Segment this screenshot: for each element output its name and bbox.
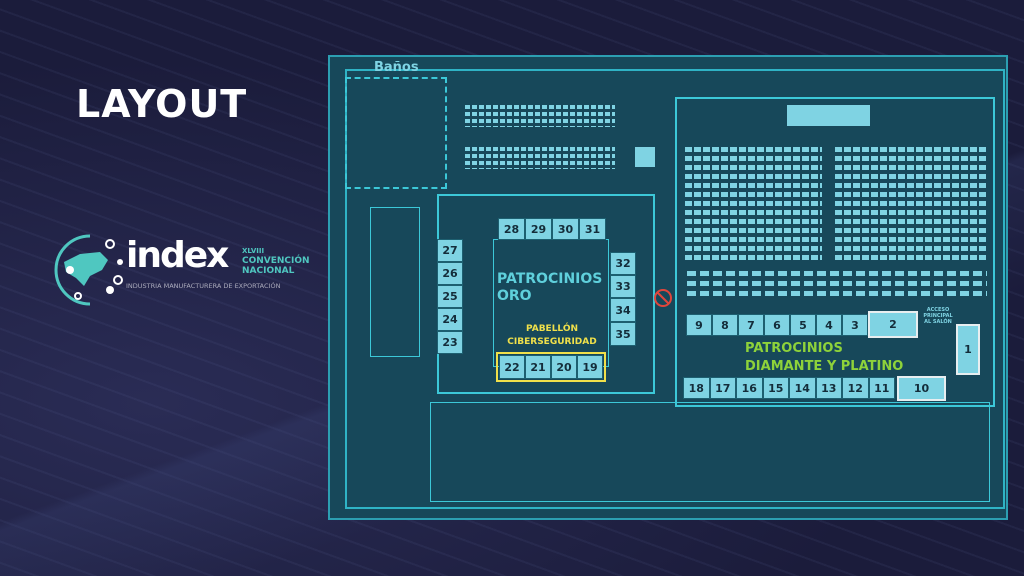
no-entry-icon <box>654 289 672 307</box>
booth[interactable]: 29 <box>525 218 552 240</box>
seating-top-1 <box>465 105 615 127</box>
booth[interactable]: 19 <box>577 355 603 379</box>
service-rooms <box>430 402 990 502</box>
booth[interactable]: 27 <box>437 239 463 262</box>
booth[interactable]: 22 <box>499 355 525 379</box>
booth[interactable]: 32 <box>610 252 636 275</box>
booth[interactable]: 4 <box>816 314 842 336</box>
booth-10[interactable]: 10 <box>897 376 946 401</box>
booth[interactable]: 23 <box>437 331 463 354</box>
booth[interactable]: 16 <box>736 377 763 399</box>
booth[interactable]: 6 <box>764 314 790 336</box>
booths-row-2: 18 17 16 15 14 13 12 11 <box>683 377 895 399</box>
logo-edition: XLVIII <box>242 247 265 255</box>
booth[interactable]: 18 <box>683 377 710 399</box>
booth[interactable]: 13 <box>815 377 842 399</box>
seating-rows <box>687 271 987 301</box>
booths-top: 28 29 30 31 <box>498 218 606 240</box>
seating-left-block <box>685 147 822 262</box>
seating-right-block <box>835 147 987 262</box>
booth[interactable]: 33 <box>610 275 636 298</box>
seating-top-2 <box>465 147 615 169</box>
booth-2[interactable]: 2 <box>868 311 918 338</box>
stage <box>787 105 870 126</box>
booth[interactable]: 14 <box>789 377 816 399</box>
pavilion-booths: 22 21 20 19 <box>496 352 606 382</box>
booth[interactable]: 11 <box>868 377 895 399</box>
booth[interactable]: 21 <box>525 355 551 379</box>
booth[interactable]: 24 <box>437 308 463 331</box>
booth[interactable]: 30 <box>552 218 579 240</box>
booth[interactable]: 7 <box>738 314 764 336</box>
booth[interactable]: 25 <box>437 285 463 308</box>
booth[interactable]: 17 <box>709 377 736 399</box>
booth[interactable]: 31 <box>579 218 606 240</box>
logo-word: index <box>126 235 229 276</box>
outer-wall <box>345 69 1005 509</box>
booth[interactable]: 26 <box>437 262 463 285</box>
booth[interactable]: 3 <box>842 314 868 336</box>
booth[interactable]: 28 <box>498 218 525 240</box>
logo-subtitle: INDUSTRIA MANUFACTURERA DE EXPORTACIÓN <box>126 282 281 290</box>
restrooms-area <box>345 77 447 189</box>
booth[interactable]: 9 <box>686 314 712 336</box>
booth[interactable]: 35 <box>610 322 636 346</box>
stairs <box>370 207 420 357</box>
booth[interactable]: 20 <box>551 355 577 379</box>
north-america-circuit-icon <box>54 234 123 306</box>
booth[interactable]: 15 <box>762 377 789 399</box>
booth[interactable]: 12 <box>842 377 869 399</box>
booths-right: 32 33 34 35 <box>610 252 636 346</box>
booths-row-1: 9 8 7 6 5 4 3 <box>686 314 868 336</box>
booth[interactable]: 5 <box>790 314 816 336</box>
booth[interactable]: 34 <box>610 298 636 322</box>
main-hall-wall <box>675 97 995 407</box>
restrooms-label: Baños <box>374 60 419 75</box>
booth[interactable]: 8 <box>712 314 738 336</box>
booth-1[interactable]: 1 <box>956 324 980 375</box>
slide-title: LAYOUT <box>76 82 248 126</box>
booths-left: 27 26 25 24 23 <box>437 239 463 354</box>
main-access-label: ACCESO PRINCIPAL AL SALÓN <box>923 307 953 325</box>
kiosk <box>635 147 655 167</box>
